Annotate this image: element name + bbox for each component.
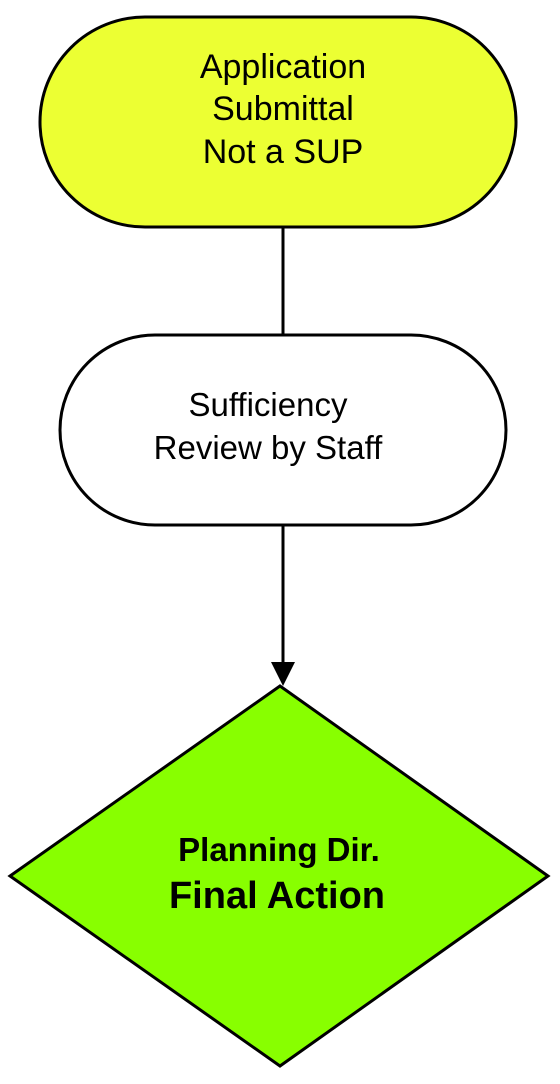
decision-node-line-2: Final Action — [169, 875, 385, 917]
start-node-shape — [38, 15, 518, 229]
arrowhead-icon — [271, 662, 295, 686]
start-node: Application Submittal Not a SUP — [38, 15, 518, 229]
start-node-line-1: Application — [200, 48, 366, 86]
review-node-line-2: Review by Staff — [154, 429, 383, 466]
decision-node-shape — [7, 684, 551, 1068]
review-node-shape — [58, 333, 508, 527]
start-node-line-3: Not a SUP — [203, 133, 364, 171]
review-node: Sufficiency Review by Staff — [58, 333, 508, 527]
start-node-line-2: Submittal — [212, 90, 354, 128]
review-node-line-1: Sufficiency — [189, 386, 348, 423]
decision-node-line-1: Planning Dir. — [178, 831, 380, 868]
decision-node: Planning Dir. Final Action — [7, 684, 551, 1068]
